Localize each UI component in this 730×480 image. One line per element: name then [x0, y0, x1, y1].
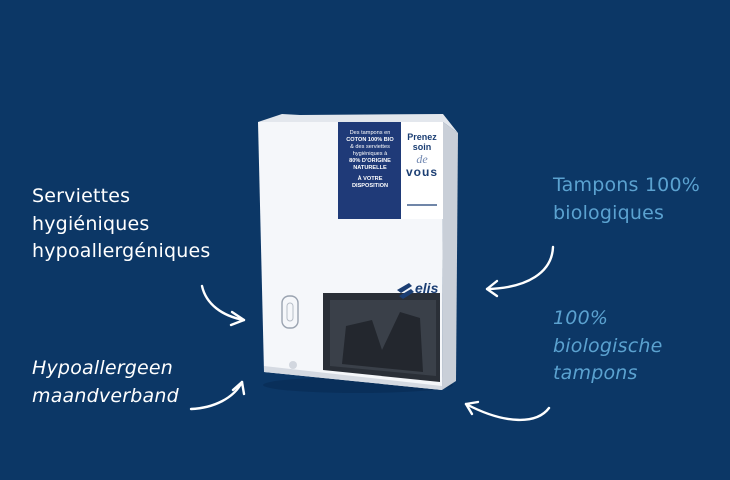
- panel-line: Des tampons en: [349, 130, 391, 136]
- slogan-line: vous: [405, 164, 438, 179]
- caption-line: hygiéniques: [32, 212, 150, 235]
- caption-line: biologische: [553, 334, 663, 357]
- arrow-icon: [189, 380, 244, 411]
- caption-line: maandverband: [32, 384, 179, 407]
- arrowhead-icon: [464, 400, 480, 416]
- arrow-icon: [464, 402, 551, 422]
- caption-line: Hypoallergeen: [32, 357, 173, 379]
- slogan: Prenez soin de vous: [401, 132, 443, 179]
- caption-line: hypoallergéniques: [32, 240, 211, 263]
- slogan-line: Prenez: [407, 132, 437, 142]
- panel-line: À VOTRE: [357, 175, 383, 182]
- caption-tampons-fr: Tampons 100% biologiques: [553, 172, 700, 227]
- arrowhead-icon: [231, 380, 246, 396]
- panel-text: Des tampons en COTON 100% BIO & des serv…: [340, 130, 400, 190]
- panel-line: hygiéniques à: [352, 150, 388, 157]
- caption-line: Serviettes: [32, 185, 131, 207]
- caption-line: tampons: [553, 362, 638, 385]
- panel-line: 80% D'ORIGINE: [349, 157, 391, 164]
- brand-logo: elis: [415, 280, 439, 296]
- arrow-icon: [200, 284, 246, 322]
- slogan-line: de: [416, 151, 428, 166]
- caption-line: 100%: [553, 307, 609, 329]
- caption-line: biologiques: [553, 201, 665, 224]
- slogan-line: soin: [412, 142, 432, 153]
- panel-line: & des serviettes: [350, 143, 390, 150]
- arrowhead-icon: [485, 279, 499, 298]
- panel-line: NATURELLE: [353, 164, 387, 171]
- panel-line: DISPOSITION: [351, 182, 389, 189]
- arrowhead-icon: [229, 310, 246, 327]
- caption-tampons-nl: 100% biologische tampons: [553, 305, 662, 388]
- caption-line: Tampons 100%: [553, 174, 700, 196]
- panel-line: COTON 100% BIO: [346, 136, 394, 143]
- arrow-icon: [485, 245, 555, 291]
- caption-maandverband: Hypoallergeen maandverband: [32, 355, 179, 410]
- caption-serviettes: Serviettes hygiéniques hypoallergéniques: [32, 183, 211, 266]
